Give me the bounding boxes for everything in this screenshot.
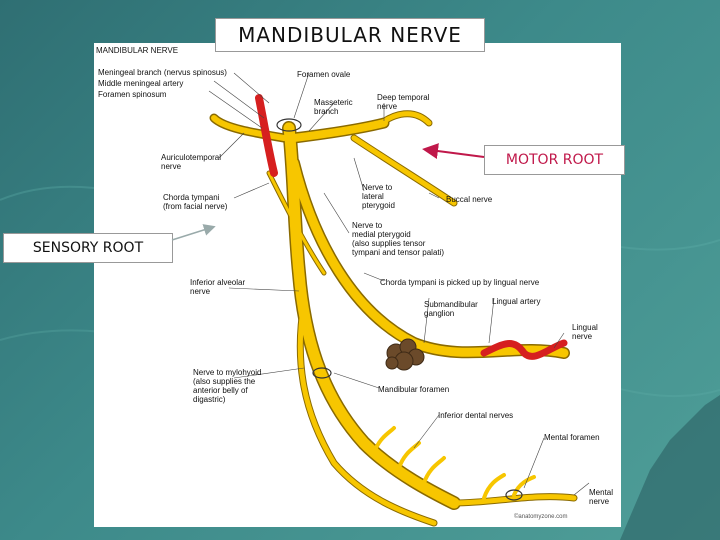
submandibular-ganglion <box>385 338 425 371</box>
label-auriculotemporal-nerve: Auriculotemporal nerve <box>161 153 222 171</box>
diagram-panel: MANDIBULAR NERVE Meningeal branch (nervu… <box>94 43 621 527</box>
foramen-ovale-ring <box>276 118 302 132</box>
label-inferior-alveolar-nerve: Inferior alveolar nerve <box>190 278 246 296</box>
dental-branch <box>512 475 536 497</box>
nerve-diagram <box>208 72 590 527</box>
lingual-artery <box>480 339 568 360</box>
label-masseteric-branch: Masseteric branch <box>314 98 353 116</box>
dental-branch <box>422 456 446 485</box>
motor-root-label: MOTOR ROOT <box>484 145 625 175</box>
label-nerve-medial-pterygoid: Nerve to medial pterygoid (also supplies… <box>352 221 445 257</box>
mandibular-foramen-ring <box>312 367 332 379</box>
label-deep-temporal-nerve: Deep temporal nerve <box>377 93 430 111</box>
label-inferior-dental-nerves: Inferior dental nerves <box>438 411 514 420</box>
label-chorda-tympani: Chorda tympani (from facial nerve) <box>163 193 228 211</box>
mental-foramen-ring <box>505 489 523 501</box>
label-meningeal-branch: Meningeal branch (nervus spinosus) <box>98 68 227 77</box>
label-mental-nerve: Mental nerve <box>589 488 614 506</box>
dental-branch <box>372 426 396 455</box>
figure-heading: MANDIBULAR NERVE <box>96 46 179 55</box>
slide-title: MANDIBULAR NERVE <box>215 18 485 52</box>
dental-branch <box>482 473 506 500</box>
credit-text: ©anatomyzone.com <box>514 514 568 520</box>
middle-meningeal-artery <box>255 94 278 177</box>
label-foramen-ovale: Foramen ovale <box>297 70 351 79</box>
label-buccal-nerve: Buccal nerve <box>446 195 493 204</box>
label-middle-meningeal-artery: Middle meningeal artery <box>98 79 184 88</box>
label-mandibular-foramen: Mandibular foramen <box>378 385 450 394</box>
dental-branch <box>397 441 421 470</box>
label-submandibular-ganglion: Submandibular ganglion <box>424 300 478 318</box>
label-mental-foramen: Mental foramen <box>544 433 600 442</box>
sensory-root-label: SENSORY ROOT <box>3 233 173 263</box>
label-foramen-spinosum: Foramen spinosum <box>98 90 167 99</box>
label-lingual-nerve: Lingual nerve <box>572 323 598 341</box>
label-chorda-picked-up: Chorda tympani is picked up by lingual n… <box>380 278 540 287</box>
label-lingual-artery: Lingual artery <box>492 297 541 306</box>
label-nerve-lateral-pterygoid: Nerve to lateral pterygoid <box>362 183 395 210</box>
label-nerve-to-mylohyoid: Nerve to mylohyoid (also supplies the an… <box>193 368 262 404</box>
